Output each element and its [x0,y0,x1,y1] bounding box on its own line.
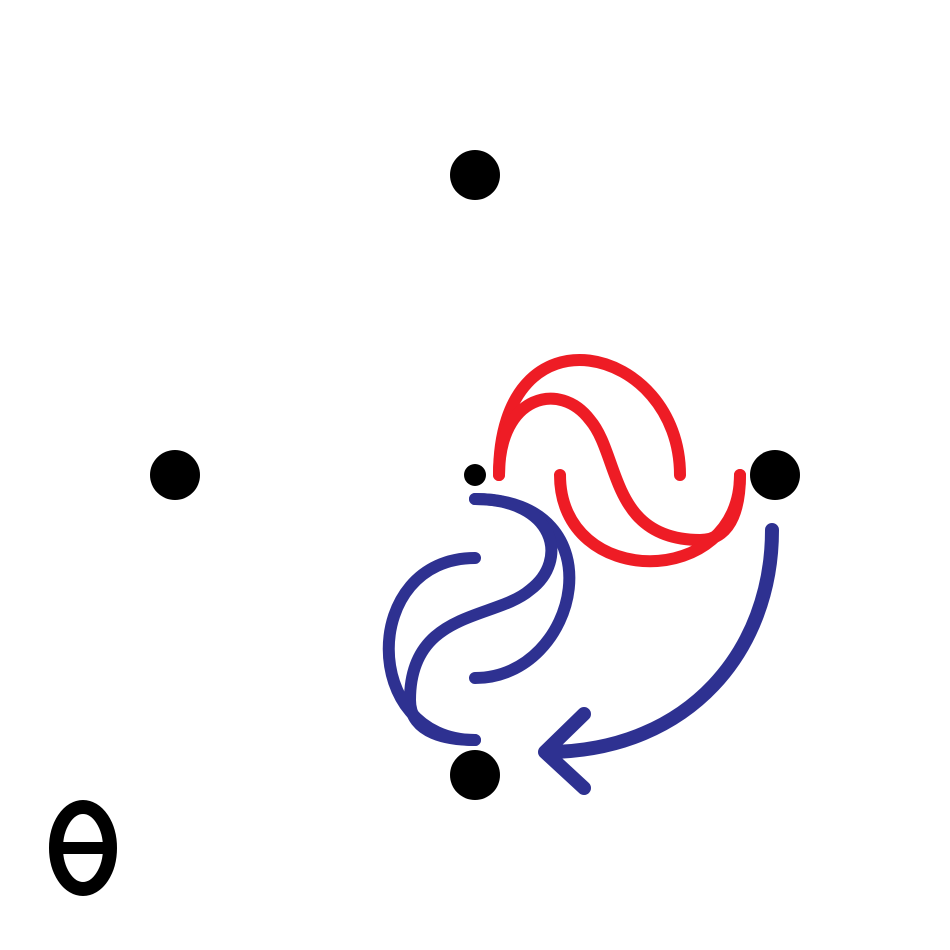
blue-outer-arc-left [382,552,481,746]
blue-s-curve [403,493,558,746]
center-point [464,464,486,486]
theta-symbol [49,800,117,896]
red-outer-arc-bottom [554,469,746,568]
top-point [450,150,500,200]
blue-rotation-arrow-shaft [543,523,779,759]
blue-reflection-glyph [382,493,576,746]
right-point [750,450,800,500]
blue-rotation-arrow [538,523,779,795]
red-reflection-glyph [493,354,746,568]
red-outer-arc-top [493,354,686,481]
lattice-points [150,150,800,800]
bottom-point [450,750,500,800]
left-point [150,450,200,500]
blue-rotation-arrow-head [538,707,591,795]
